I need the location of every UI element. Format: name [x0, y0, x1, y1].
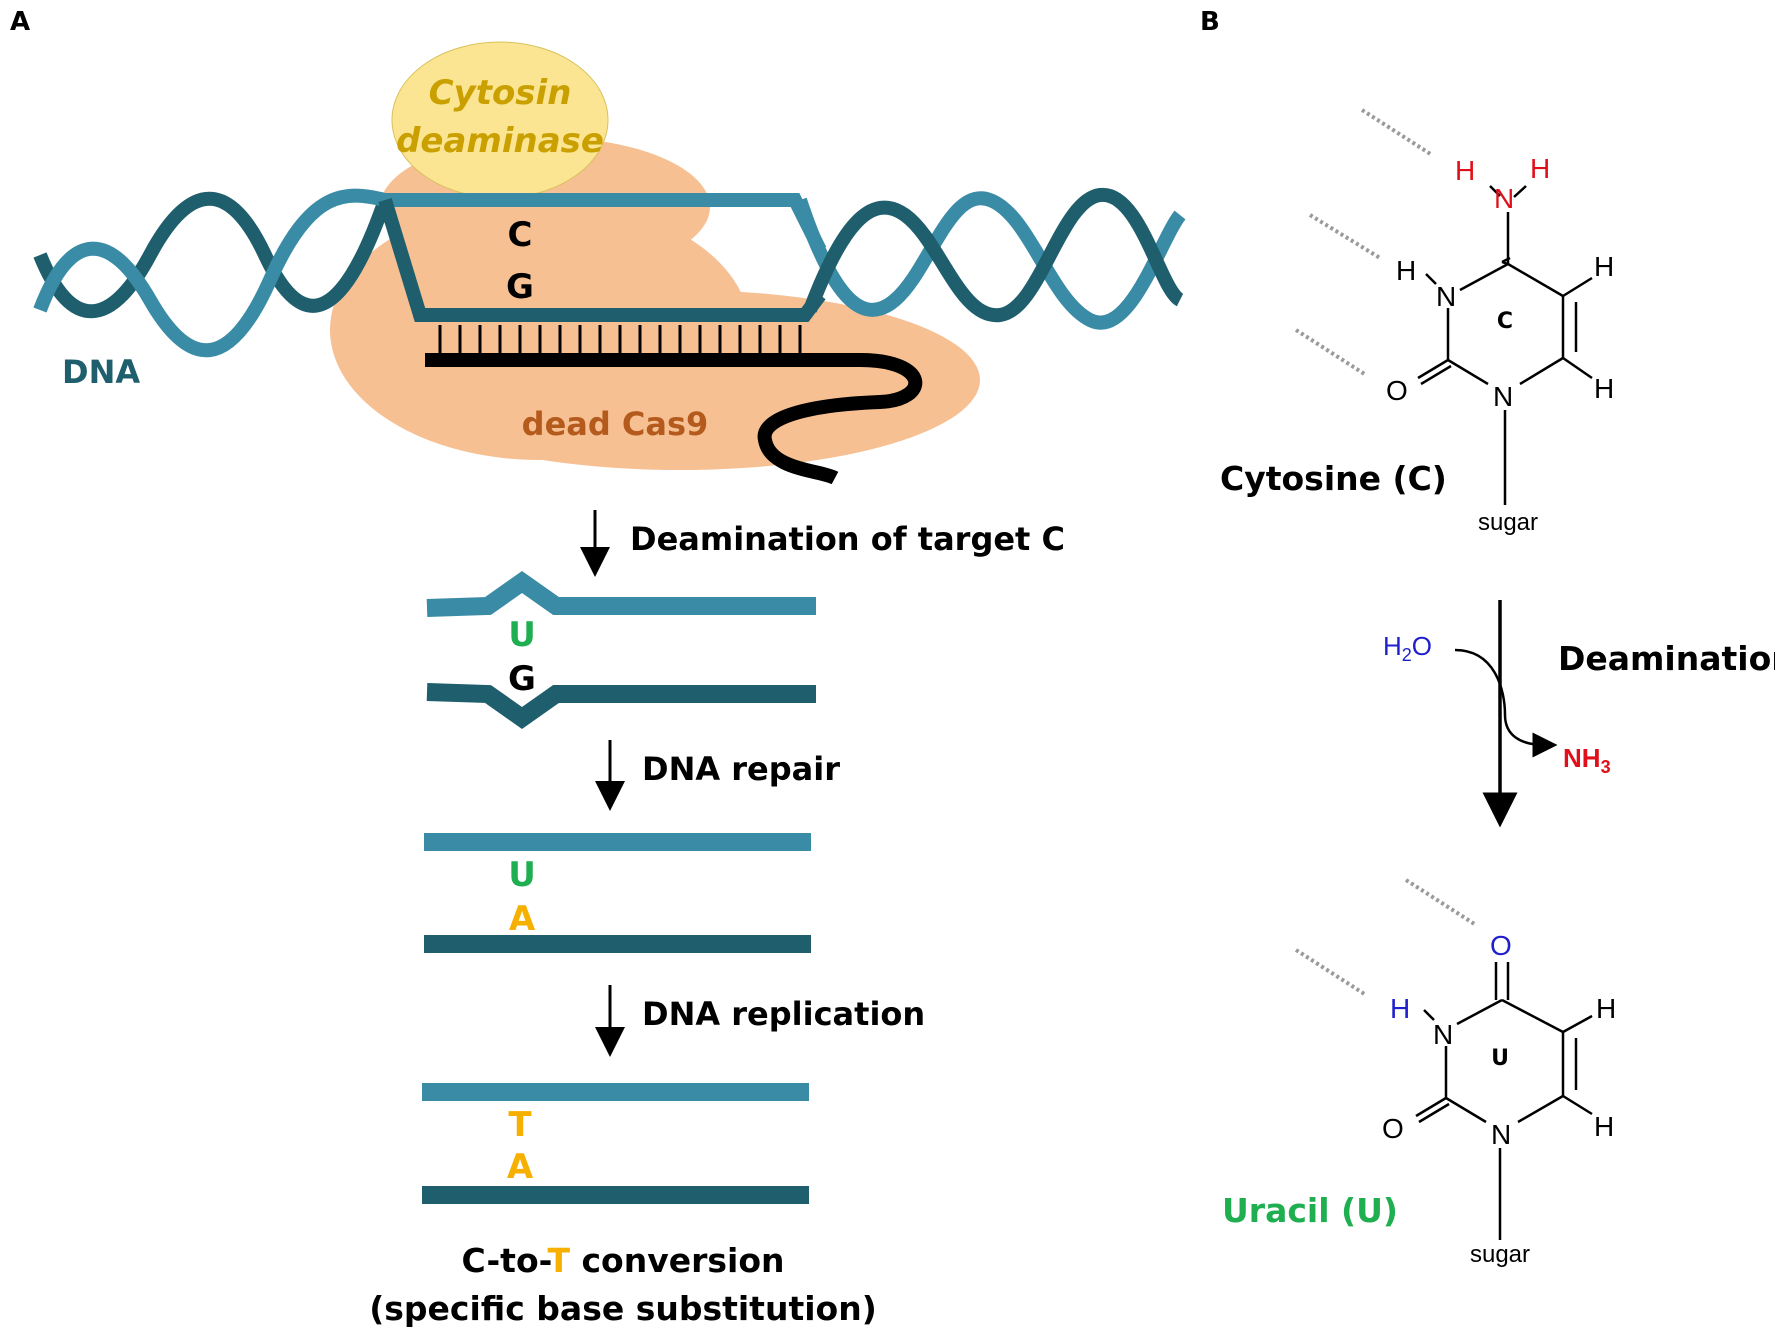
ammonia-label: NH3 [1563, 743, 1611, 777]
dna-helix-right [793, 188, 1186, 330]
svg-text:O: O [1382, 1113, 1404, 1144]
water-curve [1454, 648, 1558, 758]
cytosine-ring-label: C [1497, 309, 1513, 334]
cytosine-sugar-label: sugar [1478, 509, 1538, 536]
dna-label: DNA [62, 353, 140, 391]
svg-text:N: N [1494, 183, 1514, 214]
result-line1: C-to-T conversion [462, 1241, 785, 1280]
svg-text:N: N [1436, 281, 1456, 312]
dna-strand-bottom-separated [378, 197, 826, 322]
step3-base-t: T [508, 1105, 532, 1145]
uracil-structure [1415, 962, 1593, 1240]
step2-base-a: A [509, 899, 536, 939]
uracil-hbond-lines [1294, 878, 1478, 997]
step2-strand-top [424, 833, 811, 851]
base-g-pair: G [506, 267, 534, 307]
dna-strand-top-separated [385, 193, 827, 254]
dna-helix-left [33, 188, 392, 358]
svg-text:N: N [1491, 1119, 1511, 1150]
svg-text:H: H [1594, 373, 1614, 404]
step3-label: DNA replication [642, 995, 925, 1033]
uracil-atoms: O H N H H N O [1382, 930, 1616, 1150]
svg-text:H: H [1455, 155, 1475, 186]
water-label: H2O [1383, 631, 1432, 665]
base-c-target: C [508, 215, 533, 255]
svg-text:H: H [1390, 993, 1410, 1024]
step1-label: Deamination of target C [630, 520, 1065, 558]
panel-a-label: A [10, 7, 30, 37]
cytosin-deaminase-ellipse [391, 41, 609, 199]
deaminase-label-line2: deaminase [396, 121, 604, 161]
svg-text:H: H [1530, 153, 1550, 184]
deamination-label: Deamination [1558, 639, 1775, 678]
svg-text:N: N [1493, 381, 1513, 412]
uracil-ring-label: U [1491, 1046, 1509, 1071]
svg-text:O: O [1386, 375, 1408, 406]
step3-strand-top [422, 1083, 809, 1101]
cytosine-name: Cytosine (C) [1220, 459, 1447, 498]
step3-base-a: A [507, 1147, 534, 1187]
uracil-name: Uracil (U) [1222, 1191, 1398, 1230]
step1-strand-top [426, 570, 816, 617]
cytosine-structure [1417, 185, 1593, 505]
step1-base-g: G [508, 659, 536, 699]
svg-text:H: H [1396, 255, 1416, 286]
step1-strand-bottom [426, 683, 816, 730]
step2-label: DNA repair [642, 750, 840, 788]
step2-base-u: U [508, 855, 536, 895]
svg-text:H: H [1596, 993, 1616, 1024]
cytosine-hbond-lines [1294, 108, 1434, 377]
svg-text:N: N [1433, 1019, 1453, 1050]
step3-strand-bottom [422, 1186, 809, 1204]
uracil-sugar-label: sugar [1470, 1241, 1530, 1268]
deaminase-label-line1: Cytosin [429, 73, 572, 113]
svg-text:O: O [1490, 930, 1512, 961]
step1-base-u: U [508, 615, 536, 655]
svg-text:H: H [1594, 251, 1614, 282]
dead-cas9-label: dead Cas9 [522, 405, 709, 443]
step2-strand-bottom [424, 935, 811, 953]
svg-text:H: H [1594, 1111, 1614, 1142]
guide-rna [425, 325, 923, 485]
cytosine-atoms: H H N H N H H N O [1386, 153, 1614, 412]
panel-b-label: B [1200, 7, 1220, 37]
result-line2: (specific base substitution) [369, 1289, 877, 1328]
